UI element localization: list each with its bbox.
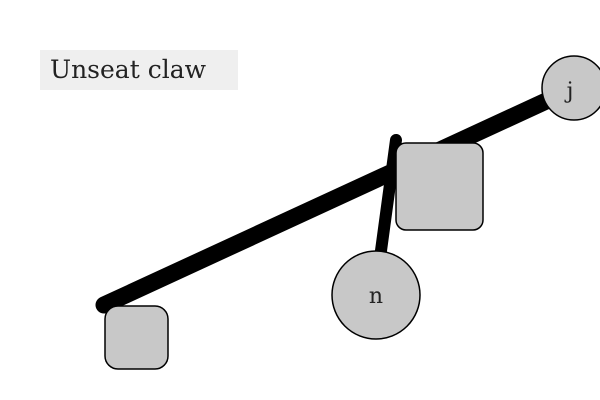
lever-bar bbox=[95, 81, 579, 314]
node-n-label: n bbox=[369, 284, 383, 309]
support-strut bbox=[374, 134, 402, 264]
node-j-label: j bbox=[564, 79, 574, 104]
node-j-circle[interactable] bbox=[541, 55, 600, 121]
level-title: Unseat claw bbox=[40, 50, 238, 90]
node-n-circle[interactable] bbox=[331, 250, 421, 340]
node-j[interactable]: j bbox=[541, 55, 600, 121]
node-n[interactable]: n bbox=[331, 250, 421, 340]
left-block[interactable] bbox=[104, 305, 169, 370]
center-block[interactable] bbox=[395, 142, 484, 231]
